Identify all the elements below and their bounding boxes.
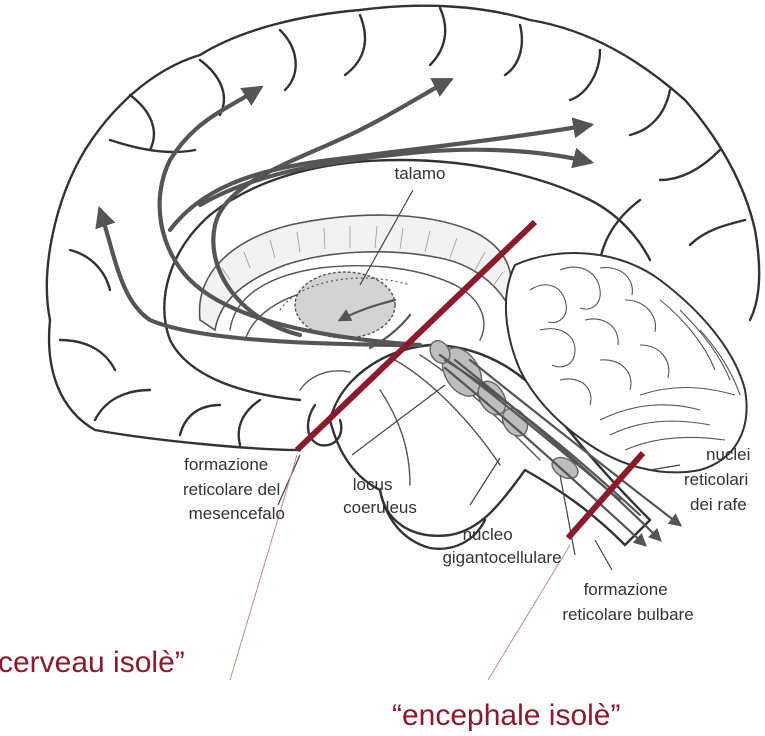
label-talamo: talamo bbox=[394, 164, 445, 183]
label-formazione-bulbare: formazione reticolare bulbare bbox=[562, 580, 693, 624]
label-locus-coeruleus: locus coeruleus bbox=[343, 475, 417, 517]
cerebellum bbox=[506, 253, 747, 472]
caption-cerveau-isole: “cerveau isolè” bbox=[0, 646, 185, 679]
optic-region bbox=[300, 371, 350, 390]
label-formazione-mesencefalo: formazione reticolare del mesencefalo bbox=[183, 455, 285, 523]
caption-encephale-isole: “encephale isolè” bbox=[392, 699, 620, 732]
